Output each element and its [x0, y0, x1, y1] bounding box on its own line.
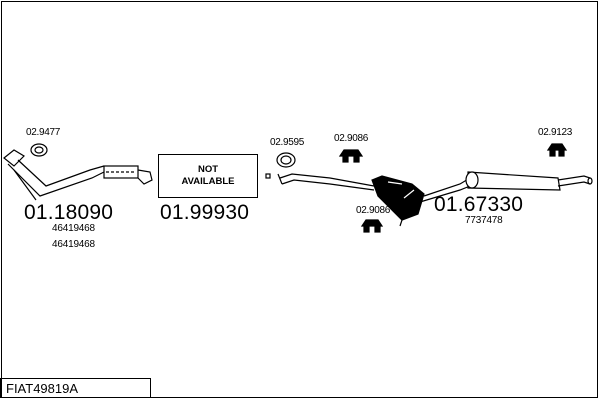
- front-pipe-code: 01.18090: [24, 201, 114, 224]
- hanger-1-code: 02.9086: [334, 133, 369, 144]
- front-pipe-oem-2: 46419468: [52, 239, 95, 250]
- not-available-line1: NOT: [197, 164, 219, 175]
- not-available-box: NOT AVAILABLE: [158, 154, 258, 198]
- gasket-mid-drawing: [276, 152, 296, 168]
- rear-section-oem: 7737478: [465, 215, 503, 226]
- not-available-line2: AVAILABLE: [181, 176, 235, 187]
- connector-marker: [265, 173, 271, 179]
- gasket-front-drawing: [30, 143, 48, 157]
- rear-section-code: 01.67330: [434, 193, 524, 216]
- gasket-mid-code: 02.9595: [270, 137, 305, 148]
- catalyst-code: 01.99930: [160, 201, 250, 224]
- hanger-rear-drawing: [546, 143, 568, 157]
- hanger-rear-code: 02.9123: [538, 127, 573, 138]
- front-pipe-oem-1: 46419468: [52, 223, 95, 234]
- hanger-2-drawing: [360, 219, 384, 233]
- rear-section-drawing: [277, 171, 593, 227]
- reference-box: FIAT49819A: [0, 378, 151, 398]
- gasket-front-code: 02.9477: [26, 127, 61, 138]
- hanger-1-drawing: [338, 149, 364, 163]
- hanger-2-code: 02.9086: [356, 205, 391, 216]
- front-pipe-drawing: [3, 149, 153, 201]
- reference-label: FIAT49819A: [6, 381, 79, 396]
